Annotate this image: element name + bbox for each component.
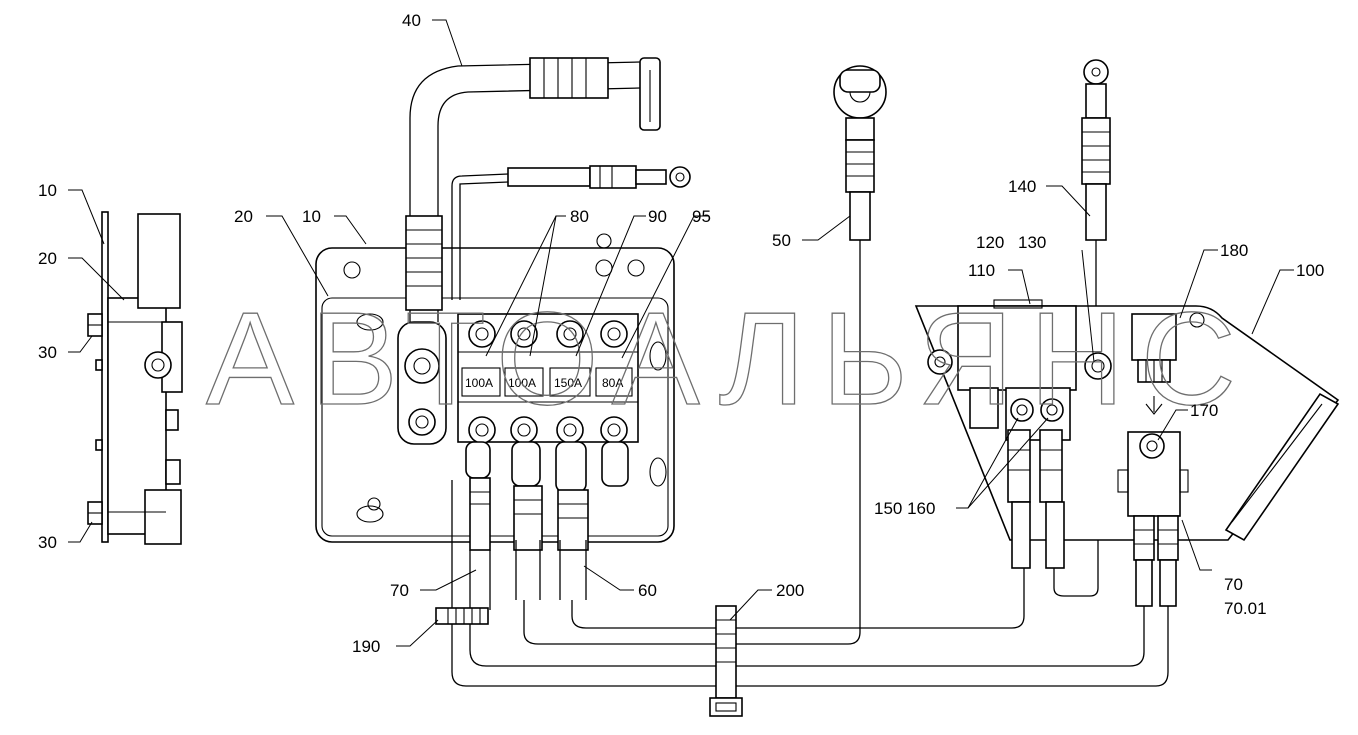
fuse-rating-3: 150A <box>554 376 582 390</box>
callout-labels: 10 20 30 30 20 10 40 80 90 95 50 140 120… <box>38 11 1324 656</box>
callout-100: 100 <box>1296 261 1324 280</box>
lower-cable-lugs <box>465 441 629 493</box>
side-view-assembly <box>87 211 183 545</box>
cable-140 <box>1081 59 1111 306</box>
relay-block-110 <box>927 299 1112 597</box>
callout-50: 50 <box>772 231 791 250</box>
fuse-stud-4 <box>600 320 628 444</box>
fuse-rating-4: 80A <box>602 376 623 390</box>
callout-190: 190 <box>352 637 380 656</box>
callout-70-left: 70 <box>390 581 409 600</box>
cable-tie-190 <box>435 607 489 625</box>
cable-tie-200 <box>709 605 743 717</box>
leader-lines <box>68 19 1294 647</box>
callout-60: 60 <box>638 581 657 600</box>
lower-cables <box>451 240 1169 687</box>
mini-relay-180 <box>1131 313 1177 415</box>
callout-90: 90 <box>648 207 667 226</box>
callout-10-front: 10 <box>302 207 321 226</box>
callout-120: 120 <box>976 233 1004 252</box>
watermark: АВТОАЛЬЯНС <box>206 285 1252 432</box>
callout-130: 130 <box>1018 233 1046 252</box>
callout-20-side: 20 <box>38 249 57 268</box>
callout-20-front: 20 <box>234 207 253 226</box>
callout-95: 95 <box>692 207 711 226</box>
fuse-stud-3 <box>556 320 584 444</box>
fuse-holder: 100A 100A 150A 80A <box>457 313 639 444</box>
callout-40: 40 <box>402 11 421 30</box>
callout-70-01: 70.01 <box>1224 599 1267 618</box>
callout-30-top: 30 <box>38 343 57 362</box>
callout-180: 180 <box>1220 241 1248 260</box>
callout-200: 200 <box>776 581 804 600</box>
callout-10-side: 10 <box>38 181 57 200</box>
fuse-stud-2 <box>510 320 538 444</box>
main-terminal-block <box>397 321 447 445</box>
ring-terminal-lead <box>451 165 691 300</box>
callout-170: 170 <box>1190 401 1218 420</box>
fuse-rating-2: 100A <box>508 376 536 390</box>
cable-40 <box>405 57 661 322</box>
cable-50 <box>833 65 887 241</box>
callout-140: 140 <box>1008 177 1036 196</box>
callout-70-right: 70 <box>1224 575 1243 594</box>
callout-110: 110 <box>968 261 995 280</box>
callout-150-160: 150 160 <box>874 499 935 518</box>
callout-80: 80 <box>570 207 589 226</box>
fuse-rating-1: 100A <box>465 376 493 390</box>
callout-30-bottom: 30 <box>38 533 57 552</box>
